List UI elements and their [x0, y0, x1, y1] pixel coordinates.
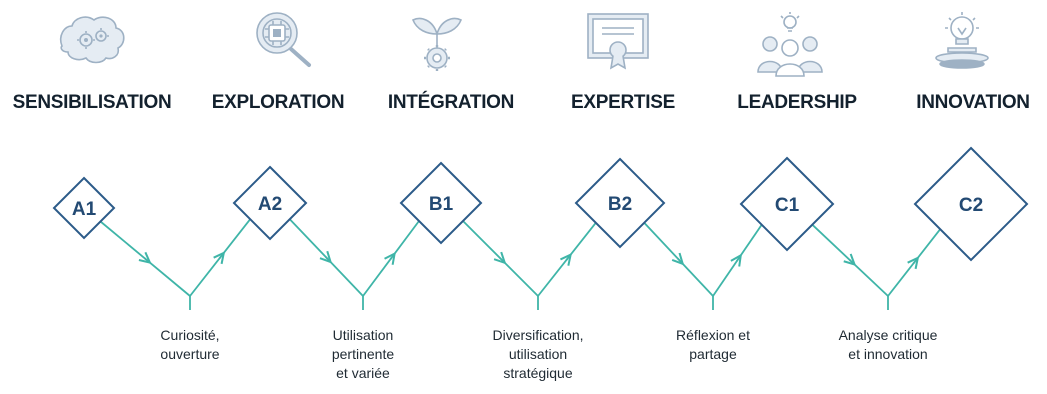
stage-title-expertise: EXPERTISE	[571, 92, 675, 113]
stage-title-sensibilisation: SENSIBILISATION	[12, 92, 172, 113]
level-diamond-c1: C1	[739, 156, 835, 252]
stage-title-innovation: INNOVATION	[916, 92, 1030, 113]
level-diamond-b2: B2	[574, 157, 666, 249]
level-code: B2	[608, 194, 632, 215]
caption-diversification: Diversification, utilisation stratégique	[492, 327, 584, 381]
progression-path	[99, 218, 941, 310]
level-diamond-b1: B1	[399, 161, 483, 245]
arrow-chevron	[144, 258, 146, 259]
arrow-chevron	[678, 259, 679, 260]
team-lightbulb-icon	[757, 12, 823, 77]
caption-reflexion: Réflexion et partage	[676, 327, 750, 362]
lightbulb-pedestal-icon	[935, 12, 989, 69]
stage-title-integration: INTÉGRATION	[387, 92, 515, 113]
level-code: A1	[72, 199, 97, 220]
magnifier-chip-icon	[256, 12, 311, 67]
arrow-chevron	[913, 262, 914, 264]
brain-gears-icon	[59, 16, 125, 64]
diamond-shape	[52, 176, 116, 240]
stage-title-exploration: EXPLORATION	[211, 92, 345, 113]
certificate-icon	[587, 13, 649, 70]
arrow-chevron	[849, 260, 850, 261]
level-code: C2	[959, 195, 983, 216]
arrow-chevron	[737, 260, 738, 262]
sprout-gear-icon	[411, 17, 463, 71]
diamond-shape	[399, 161, 483, 245]
arrow-chevron	[326, 257, 327, 258]
level-markers: A1 A2 B1 B2 C1 C2	[52, 146, 1029, 262]
level-code: A2	[258, 194, 282, 215]
caption-utilisation-pertinente: Utilisation pertinente et variée	[331, 327, 395, 381]
level-code: C1	[775, 195, 800, 216]
level-diamond-c2: C2	[913, 146, 1029, 262]
arrow-chevron	[219, 257, 220, 259]
level-diamond-a2: A2	[232, 165, 308, 241]
diamond-shape	[739, 156, 835, 252]
diamond-shape	[574, 157, 666, 249]
diamond-shape	[913, 146, 1029, 262]
arrow-chevron	[566, 259, 567, 261]
level-diamond-a1: A1	[52, 176, 116, 240]
caption-curiosite: Curiosité, ouverture	[160, 327, 220, 362]
arrow-chevron	[390, 258, 391, 260]
caption-analyse-critique: Analyse critique et innovation	[838, 327, 938, 362]
level-code: B1	[429, 194, 454, 215]
diamond-shape	[232, 165, 308, 241]
stage-title-leadership: LEADERSHIP	[737, 92, 857, 113]
arrow-chevron	[500, 258, 501, 259]
